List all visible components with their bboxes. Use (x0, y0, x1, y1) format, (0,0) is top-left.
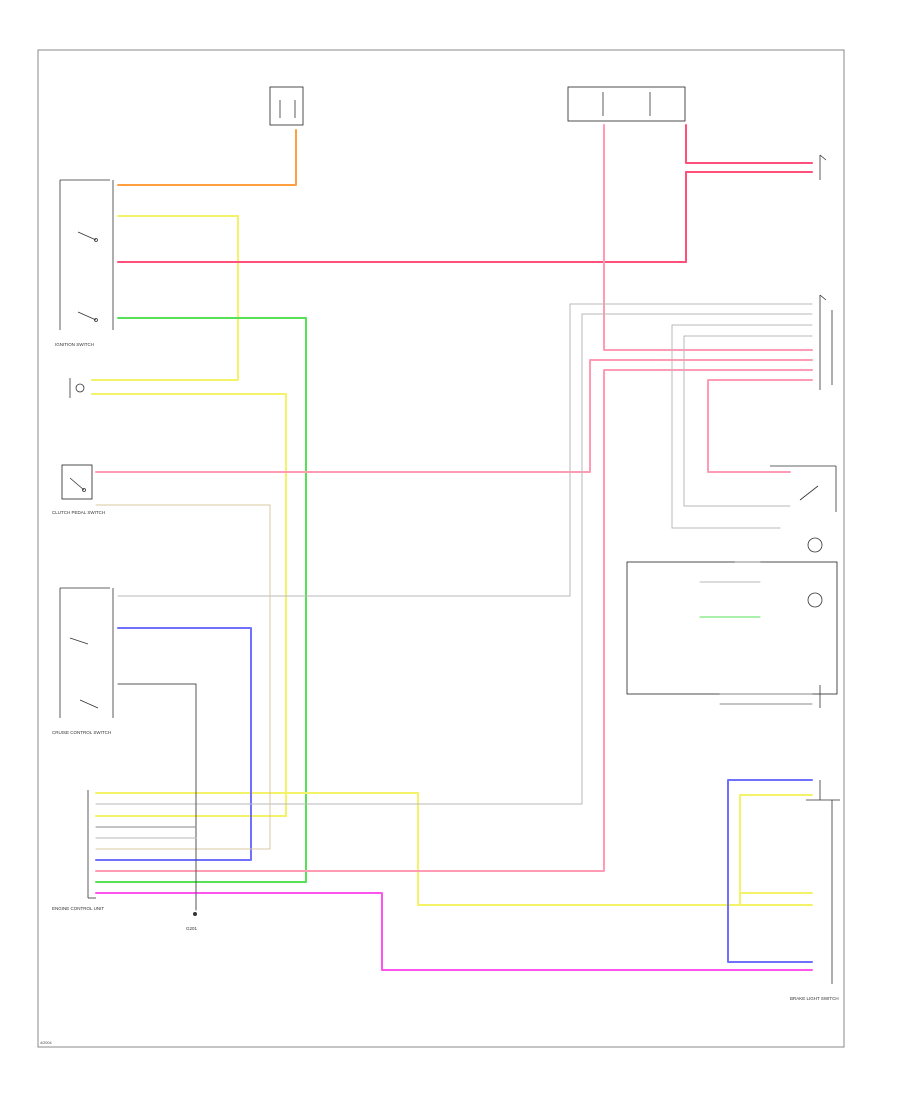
cruise-switch-block (59, 587, 114, 718)
engine-control-unit (87, 790, 96, 899)
clutch-pedal-switch (61, 464, 93, 500)
wire-yellow-right (95, 792, 813, 906)
wire-green (95, 317, 307, 883)
wire-yellow-2 (91, 393, 287, 817)
ecu-label: ENGINE CONTROL UNIT (52, 906, 104, 911)
right-connector-lower (806, 780, 840, 984)
wire-blue-2 (727, 779, 813, 963)
wire-blue-1 (95, 627, 252, 861)
ignition-switch (59, 179, 114, 330)
wire-yellow-1 (91, 215, 239, 381)
wire-red-main (117, 171, 813, 263)
wire-gray-4 (683, 335, 813, 507)
ground-label: G201 (186, 926, 198, 931)
fuse-box-left (269, 86, 304, 126)
brake-switch-label: BRAKE LIGHT SWITCH (790, 996, 839, 1001)
clutch-switch-label: CLUTCH PEDAL SWITCH (52, 510, 105, 515)
wire-magenta (95, 892, 813, 971)
diagram-frame (37, 49, 845, 1048)
ignition-switch-label: IGNITION SWITCH (55, 342, 94, 347)
wire-pink-long (603, 124, 813, 351)
wire-dark (117, 683, 197, 911)
wire-red-top (685, 124, 813, 164)
right-connector-upper (819, 294, 833, 390)
wire-yellow-right-2 (739, 794, 813, 906)
wire-pink-ecu (95, 369, 813, 872)
wire-pink-switch (707, 379, 813, 473)
footer-date: 4/2004 (40, 1041, 52, 1045)
right-connector-top (819, 154, 827, 180)
wire-gray-2 (95, 313, 813, 805)
fuse-box-right (567, 86, 686, 122)
ground-symbol (193, 912, 197, 916)
cruise-switch-label: CRUISE CONTROL SWITCH (52, 730, 111, 735)
position-sensor (69, 378, 85, 398)
wire-tan (95, 504, 271, 850)
wire-orange (117, 129, 297, 186)
right-switch (770, 465, 837, 512)
wire-gray-3 (671, 324, 813, 529)
lamp-indicator (807, 537, 823, 553)
wire-pink-clutch (95, 359, 813, 473)
wire-gray-1 (117, 303, 813, 597)
